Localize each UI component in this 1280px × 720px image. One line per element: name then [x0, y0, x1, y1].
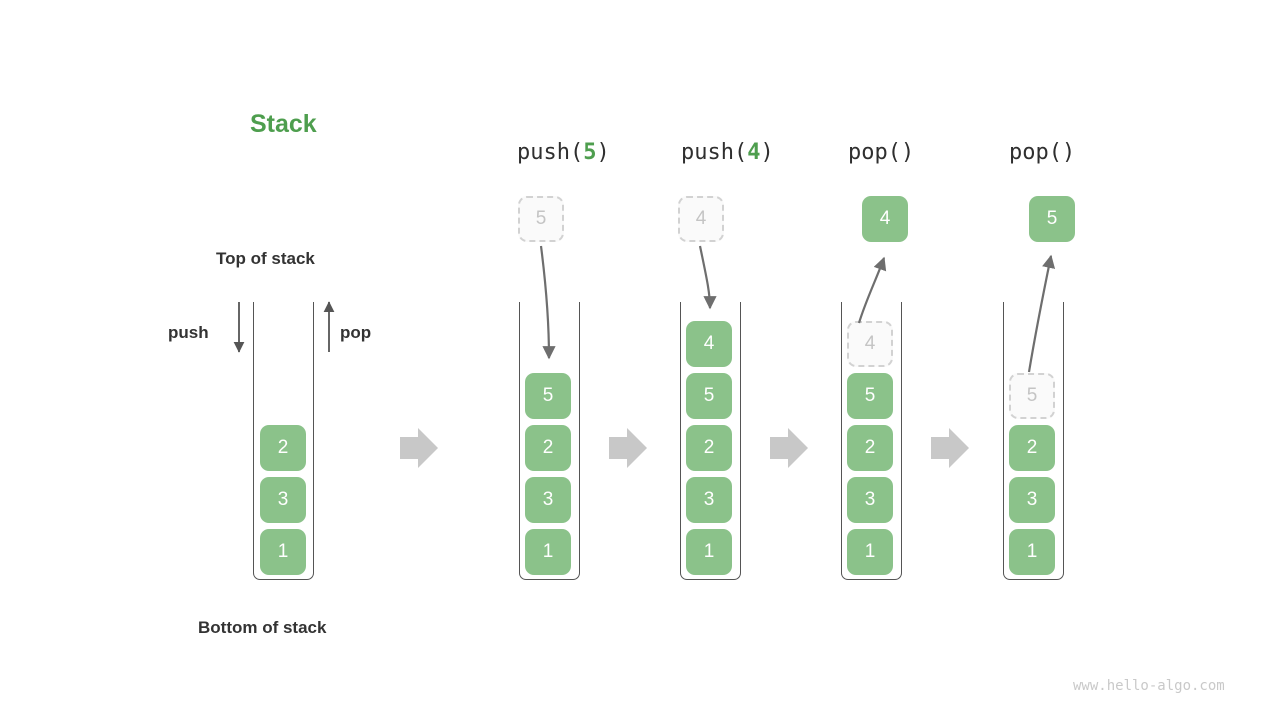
push-label: push [168, 323, 209, 342]
ghost-input-cell: 5 [518, 196, 564, 242]
stack-cell: 5 [686, 373, 732, 419]
stack-frame-after-push-5 [519, 302, 580, 580]
stack-cell: 2 [847, 425, 893, 471]
popped-output-cell: 5 [1029, 196, 1075, 242]
stack-cell: 1 [686, 529, 732, 575]
stack-cell: 2 [1009, 425, 1055, 471]
op-header-pop-2: pop() [1009, 140, 1075, 165]
stack-cell: 2 [260, 425, 306, 471]
stack-frame-after-push-4 [680, 302, 741, 580]
transition-arrow-icon [609, 428, 647, 468]
stack-cell: 5 [525, 373, 571, 419]
stack-cell: 1 [260, 529, 306, 575]
op-prefix: pop( [1009, 140, 1062, 165]
stack-cell: 2 [525, 425, 571, 471]
op-suffix: ) [760, 140, 774, 165]
pop-label: pop [340, 323, 372, 342]
top-of-stack-label: Top of stack [216, 249, 315, 268]
stack-cell: 3 [525, 477, 571, 523]
stack-cell: 1 [847, 529, 893, 575]
transition-arrow-icon [400, 428, 438, 468]
op-arg: 4 [747, 140, 761, 165]
op-header-pop-1: pop() [848, 140, 914, 165]
stack-frame-popping-4 [841, 302, 902, 580]
op-header-push-4: push(4) [681, 140, 774, 165]
transition-arrow-icon [931, 428, 969, 468]
stack-cell: 3 [1009, 477, 1055, 523]
stack-cell: 2 [686, 425, 732, 471]
bottom-of-stack-label: Bottom of stack [198, 618, 327, 637]
stack-cell: 3 [847, 477, 893, 523]
popped-output-cell: 4 [862, 196, 908, 242]
ghost-input-cell: 4 [678, 196, 724, 242]
stack-cell-ghost: 5 [1009, 373, 1055, 419]
op-suffix: ) [900, 140, 915, 165]
op-arg: 5 [583, 140, 597, 165]
stack-cell: 3 [686, 477, 732, 523]
stack-cell: 5 [847, 373, 893, 419]
stack-cell: 1 [525, 529, 571, 575]
stack-cell: 1 [1009, 529, 1055, 575]
op-header-push-5: push(5) [517, 140, 610, 165]
push-flow-arrow-icon [698, 245, 717, 310]
stack-frame-initial [253, 302, 314, 580]
watermark: www.hello-algo.com [1073, 678, 1225, 694]
op-prefix: pop( [848, 140, 901, 165]
op-suffix: ) [1061, 140, 1076, 165]
stack-cell: 4 [686, 321, 732, 367]
page-title: Stack [250, 110, 317, 138]
stack-frame-popping-5 [1003, 302, 1064, 580]
op-suffix: ) [596, 140, 610, 165]
stack-cell-ghost: 4 [847, 321, 893, 367]
stack-cell: 3 [260, 477, 306, 523]
transition-arrow-icon [770, 428, 808, 468]
op-prefix: push( [517, 140, 584, 165]
op-prefix: push( [681, 140, 748, 165]
